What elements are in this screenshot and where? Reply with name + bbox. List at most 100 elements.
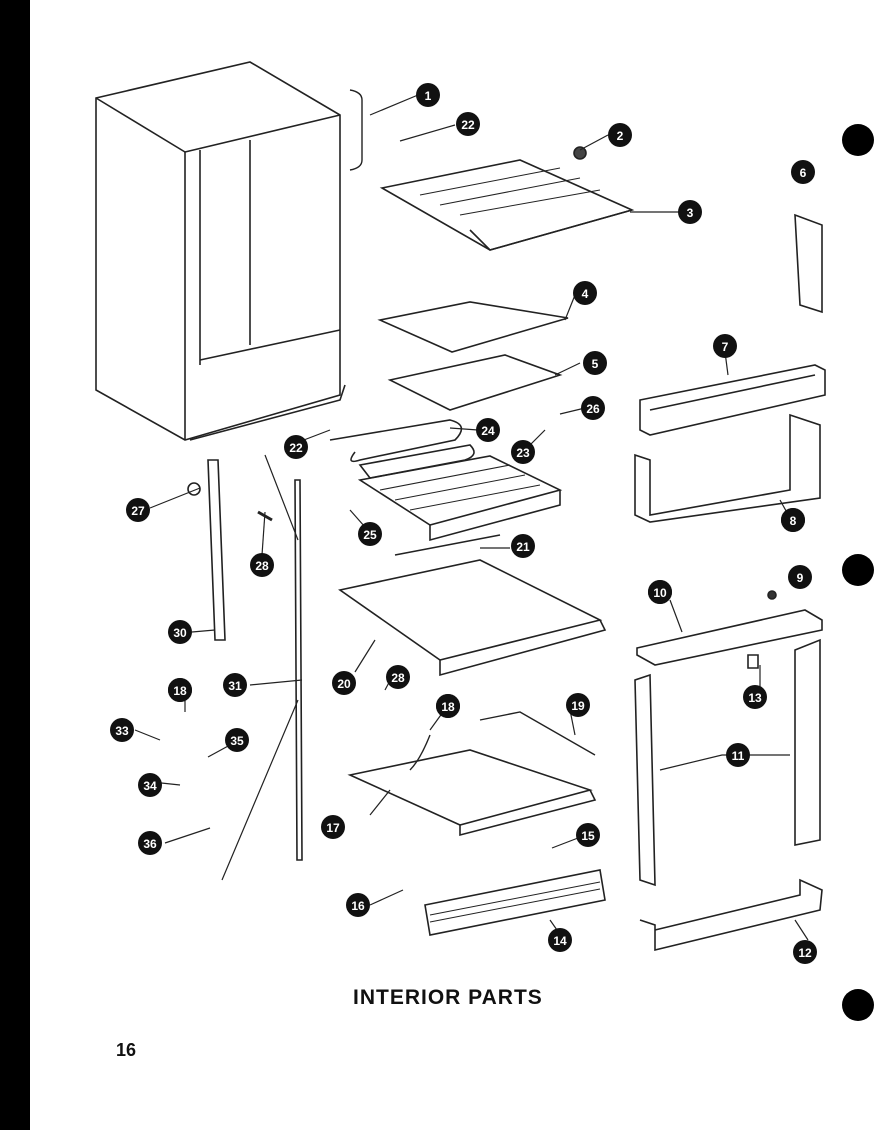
callout-label: 31 [228,679,242,693]
part-divider [394,534,501,556]
registration-dot [842,554,874,586]
callout-marker [416,83,440,107]
part-door-liner-right [794,638,821,846]
callout-label: 9 [797,571,804,585]
callout-label: 22 [289,441,303,455]
callout-label: 12 [798,946,812,960]
callout-label: 13 [748,691,762,705]
part-clip-13 [747,654,759,669]
registration-dot [842,989,874,1021]
leader-lines [134,94,809,941]
callout-marker [781,508,805,532]
part-door-liner-left [634,673,656,887]
callout-marker [321,815,345,839]
part-door-shelf-8 [634,413,821,523]
callout-marker [110,718,134,742]
callout-marker [726,743,750,767]
callout-marker [793,940,817,964]
part-grille [424,869,606,936]
part-door-strip [794,213,823,314]
callout-marker [386,665,410,689]
callout-label: 8 [790,514,797,528]
part-grommet-2 [573,146,587,160]
part-tray-5 [387,354,563,411]
part-tube-18 [409,734,431,771]
callout-label: 16 [351,899,365,913]
callout-marker [511,440,535,464]
callout-marker [332,671,356,695]
callout-marker [126,498,150,522]
callout-label: 15 [581,829,595,843]
callout-marker [648,580,672,604]
callout-marker [791,160,815,184]
callout-label: 2 [617,129,624,143]
page-number: 16 [116,1040,137,1060]
callout-label: 33 [115,724,129,738]
callout-label: 5 [592,357,599,371]
part-wire [221,454,299,881]
part-rail-31 [294,479,303,861]
callout-marker [223,673,247,697]
callout-marker [168,678,192,702]
part-door-top [636,609,823,666]
callout-marker [138,831,162,855]
callout-marker [436,694,460,718]
part-coil [357,455,563,542]
callout-marker [608,123,632,147]
callout-marker [225,728,249,752]
callout-label: 18 [173,684,187,698]
callout-label: 10 [653,586,667,600]
callout-marker [576,823,600,847]
callout-label: 23 [516,446,530,460]
part-shelf [338,559,607,677]
callout-label: 20 [337,677,351,691]
callout-label: 3 [687,206,694,220]
callout-label: 27 [131,504,145,518]
callout-label: 18 [441,700,455,714]
callout-group: 1234567891011121314151617181920212223242… [110,83,817,964]
callout-label: 24 [481,424,495,438]
callout-marker [743,685,767,709]
callout-label: 19 [571,699,585,713]
registration-dot [842,124,874,156]
callout-label: 11 [732,749,745,763]
callout-marker [511,534,535,558]
part-rail-28 [207,459,226,641]
callout-marker [358,522,382,546]
diagram-caption: INTERIOR PARTS [353,986,543,1009]
part-door-shelf-7 [639,364,826,436]
part-gasket-19 [479,711,596,756]
callout-marker [476,418,500,442]
callout-label: 26 [586,402,600,416]
callout-label: 35 [230,734,244,748]
callout-label: 21 [516,540,530,554]
callout-marker [346,893,370,917]
callout-label: 4 [582,287,589,301]
callout-label: 22 [461,118,475,132]
callout-marker [788,565,812,589]
callout-label: 30 [173,626,187,640]
callout-label: 28 [391,671,405,685]
callout-marker [456,112,480,136]
callout-marker [250,553,274,577]
callout-label: 17 [326,821,340,835]
part-plug-9 [767,590,777,600]
callout-marker [548,928,572,952]
callout-label: 1 [425,89,432,103]
callout-label: 7 [722,340,729,354]
callout-label: 28 [255,559,269,573]
callout-marker [583,351,607,375]
callout-label: 36 [143,837,157,851]
callout-marker [566,693,590,717]
part-tray-4 [377,301,569,353]
parts-sheet [30,0,896,1130]
callout-marker [581,396,605,420]
callout-marker [573,281,597,305]
callout-marker [138,773,162,797]
callout-marker [713,334,737,358]
callout-label: 34 [143,779,157,793]
part-crisper-cover [347,749,597,837]
part-knob-35 [187,482,201,496]
callout-marker [168,620,192,644]
callout-marker [678,200,702,224]
